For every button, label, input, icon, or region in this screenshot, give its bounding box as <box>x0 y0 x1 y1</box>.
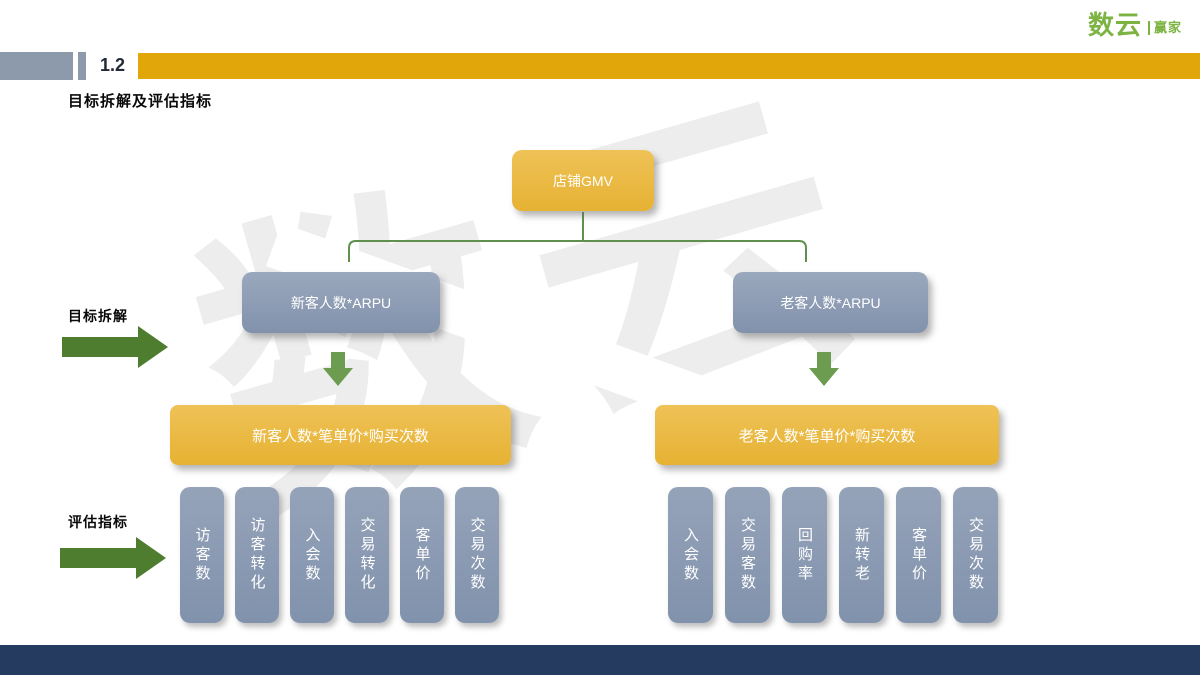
evaluation-arrow-icon <box>60 537 166 579</box>
metric-box: 新转老 <box>839 487 884 623</box>
header-tick-bar <box>78 52 86 80</box>
metric-box: 交易客数 <box>725 487 770 623</box>
metric-box: 客单价 <box>896 487 941 623</box>
metric-box: 客单价 <box>400 487 444 623</box>
header-gray-block <box>0 52 73 80</box>
formula-node-new: 新客人数*笔单价*购买次数 <box>170 405 511 465</box>
branch-node-new-customers: 新客人数*ARPU <box>242 272 440 333</box>
metric-group-old: 入会数 交易客数 回购率 新转老 客单价 交易次数 <box>668 487 998 623</box>
brand-divider <box>1147 21 1150 35</box>
metric-box: 回购率 <box>782 487 827 623</box>
root-node-gmv: 店铺GMV <box>512 150 654 211</box>
footer-navy-bar <box>0 645 1200 675</box>
brand-primary-text: 数云 <box>1087 10 1142 40</box>
metric-box: 入会数 <box>668 487 713 623</box>
metric-box: 交易转化 <box>345 487 389 623</box>
metric-box: 访客数 <box>180 487 224 623</box>
goal-decompose-arrow-icon <box>62 326 168 368</box>
formula-node-old: 老客人数*笔单价*购买次数 <box>655 405 999 465</box>
page-title: 目标拆解及评估指标 <box>68 93 213 110</box>
header-yellow-bar <box>138 53 1200 79</box>
metric-box: 访客转化 <box>235 487 279 623</box>
brand-logo: 数云 赢家 <box>1088 12 1182 38</box>
metric-group-new: 访客数 访客转化 入会数 交易转化 客单价 交易次数 <box>180 487 499 623</box>
brand-secondary-text: 赢家 <box>1153 20 1182 35</box>
label-goal-decompose: 目标拆解 <box>68 308 128 324</box>
metric-box: 入会数 <box>290 487 334 623</box>
metric-box: 交易次数 <box>953 487 998 623</box>
label-evaluation-metrics: 评估指标 <box>68 514 128 530</box>
metric-box: 交易次数 <box>455 487 499 623</box>
section-number: 1.2 <box>100 55 126 75</box>
branch-node-old-customers: 老客人数*ARPU <box>733 272 928 333</box>
